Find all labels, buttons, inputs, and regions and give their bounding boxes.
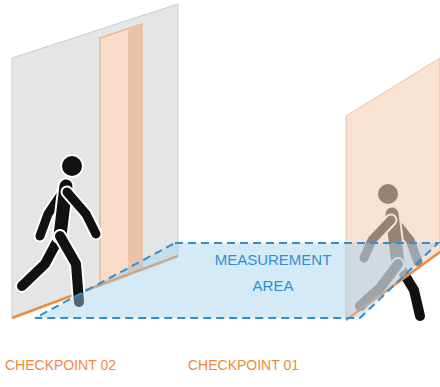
checkpoint-label: CHECKPOINT 01	[188, 357, 299, 373]
floor-area	[30, 238, 440, 322]
measurement-area: MEASUREMENT AREA	[30, 238, 440, 322]
checkpoint-label: CHECKPOINT 02	[5, 357, 116, 373]
area-label: MEASUREMENT AREA	[210, 247, 336, 299]
floor-outline	[35, 243, 438, 318]
door-frame	[100, 24, 142, 284]
door-leaf	[128, 24, 142, 273]
walking-person	[22, 155, 96, 302]
